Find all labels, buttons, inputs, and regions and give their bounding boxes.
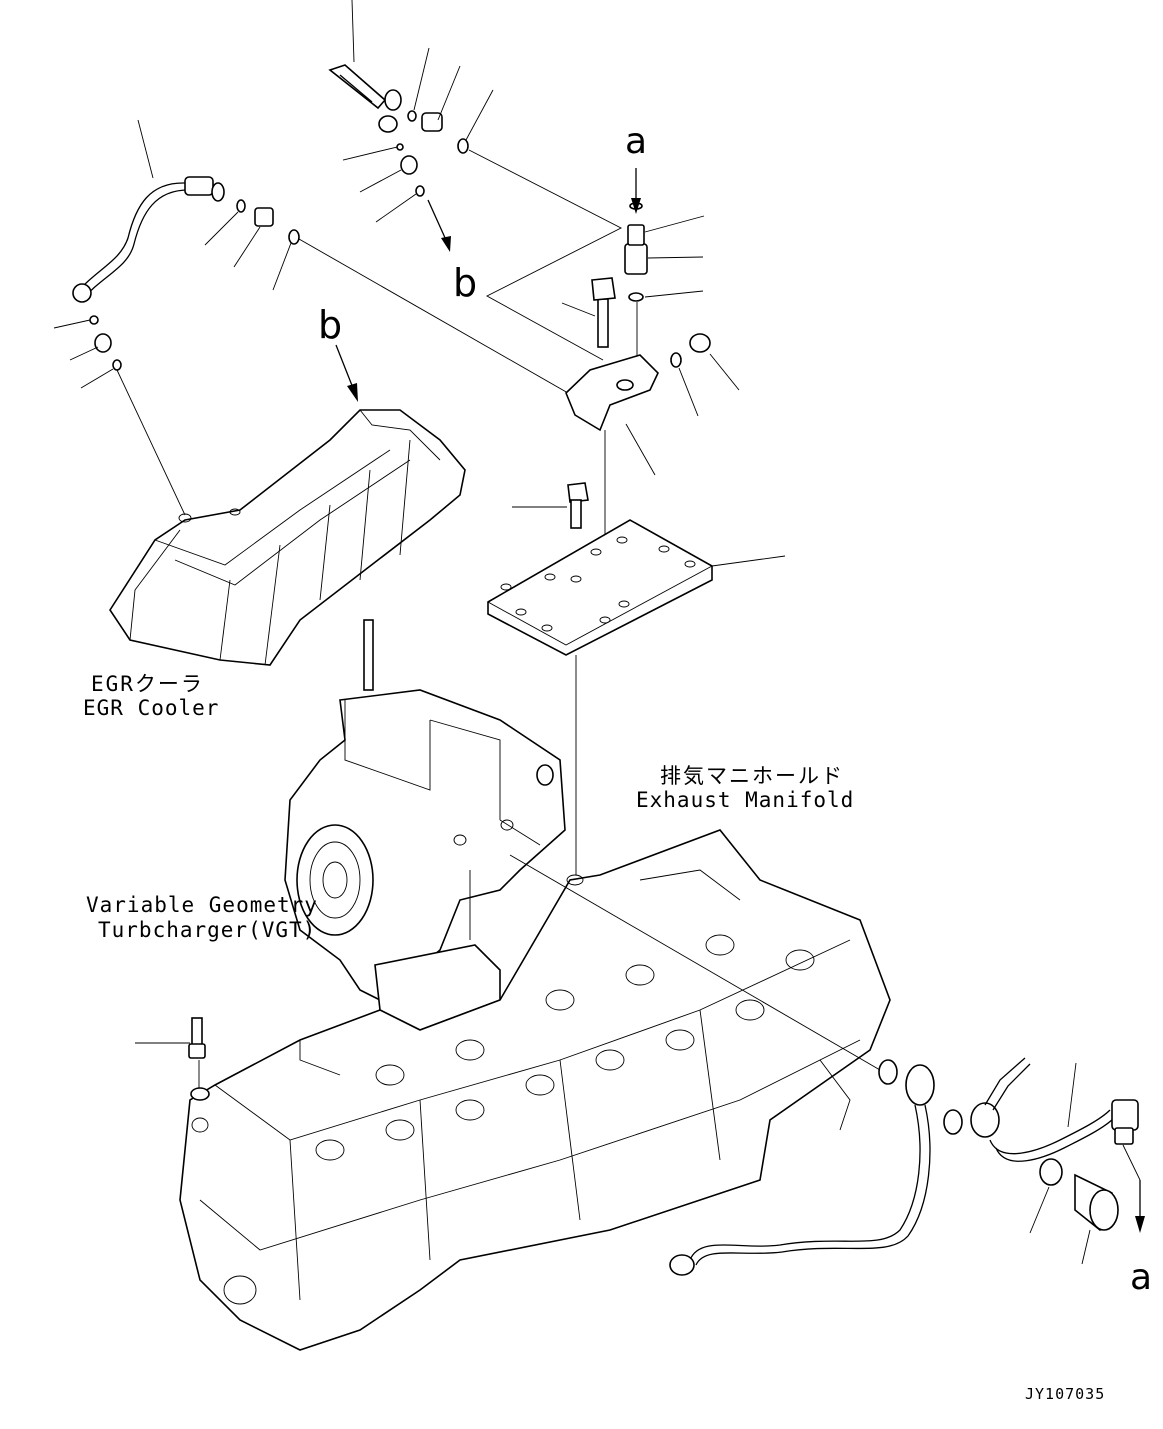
- vgt-label-line1: Variable Geometry: [86, 893, 318, 917]
- callout-a-top: a: [625, 121, 647, 162]
- upper-hose-assembly: [328, 64, 469, 197]
- egr-cooler-label-jp: EGRクーラ: [91, 672, 204, 696]
- right-top-fittings: [565, 202, 711, 432]
- lower-hose-assembly: [669, 1057, 1139, 1276]
- vgt-turbocharger: [284, 619, 566, 1031]
- callout-b-large: b: [318, 303, 342, 347]
- egr-cooler: [109, 409, 466, 666]
- plug-fitting: [188, 1017, 210, 1101]
- callout-a-bottom: a: [1130, 1257, 1152, 1298]
- cylinder-head: [179, 829, 891, 1351]
- exhaust-manifold-label-jp: 排気マニホールド: [660, 764, 844, 788]
- manifold-plate: [487, 482, 713, 656]
- vgt-label-line2: Turbcharger(VGT): [98, 918, 316, 942]
- exhaust-manifold-label-en: Exhaust Manifold: [636, 788, 854, 812]
- drawing-id: JY107035: [1025, 1385, 1105, 1403]
- left-hose-assembly: [72, 176, 300, 371]
- egr-cooler-label-en: EGR Cooler: [83, 696, 219, 720]
- callout-b-small: b: [453, 261, 477, 305]
